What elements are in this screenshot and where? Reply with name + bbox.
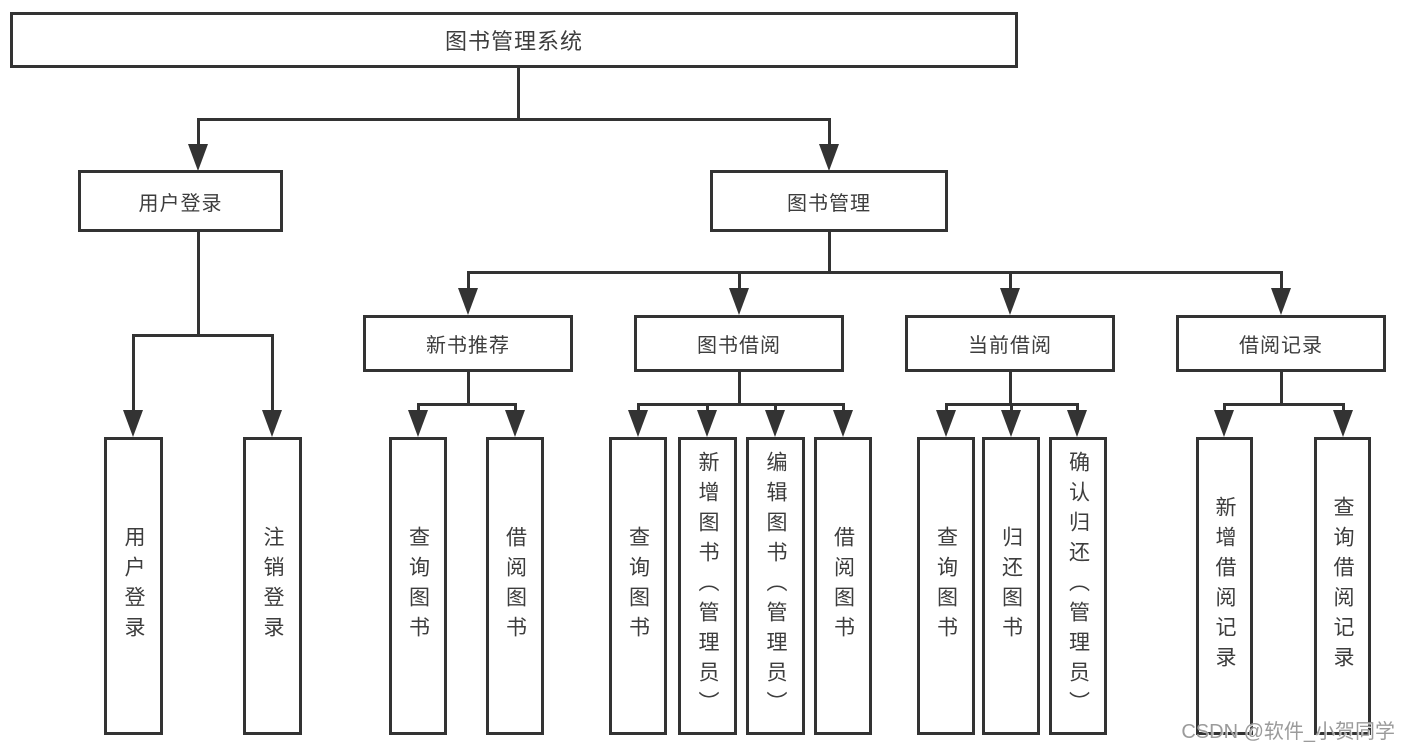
connector-bb-stem — [738, 372, 741, 406]
arrow-down — [1067, 410, 1087, 437]
leaf-label: 注销登录 — [261, 526, 284, 646]
arrow-down — [188, 144, 208, 171]
connector-bookmgmt-drop — [1009, 271, 1012, 292]
connector-nbr-bar — [417, 403, 517, 406]
connector-userlogin-bar — [132, 334, 274, 337]
connector-bb-drop — [842, 403, 845, 415]
connector-cb-stem — [1009, 372, 1012, 406]
leaf-label: 查询图书 — [626, 526, 650, 646]
csdn-watermark: CSDN @软件_小贺同学 — [1181, 721, 1395, 743]
leaf-br-add-borrow-record: 新增借阅记录 — [1196, 437, 1253, 735]
arrow-down — [628, 410, 648, 437]
leaf-label: 新增借阅记录 — [1213, 496, 1236, 676]
node-user-login: 用户登录 — [78, 170, 283, 232]
node-root: 图书管理系统 — [10, 12, 1018, 68]
connector-root-drop-left — [197, 118, 200, 148]
connector-nbr-drop — [417, 403, 420, 415]
arrow-down — [936, 410, 956, 437]
arrow-down — [1000, 288, 1020, 315]
connector-root-bar — [197, 118, 831, 121]
node-borrowing-records: 借阅记录 — [1176, 315, 1386, 372]
arrow-down — [262, 410, 282, 437]
leaf-bb-query-books: 查询图书 — [609, 437, 667, 735]
connector-br-drop — [1223, 403, 1226, 415]
connector-nbr-stem — [467, 372, 470, 406]
arrow-down — [1333, 410, 1353, 437]
node-new-book-recommendation: 新书推荐 — [363, 315, 573, 372]
leaf-label: 新增图书（管理员） — [696, 451, 719, 721]
leaf-label: 编辑图书（管理员） — [764, 451, 787, 721]
connector-br-drop — [1342, 403, 1345, 415]
connector-br-bar — [1223, 403, 1344, 406]
node-book-management: 图书管理 — [710, 170, 948, 232]
connector-bookmgmt-stem — [828, 232, 831, 273]
leaf-label: 查询借阅记录 — [1331, 496, 1354, 676]
connector-cb-drop — [1076, 403, 1079, 415]
arrow-down — [697, 410, 717, 437]
connector-bookmgmt-drop — [1280, 271, 1283, 292]
arrow-down — [458, 288, 478, 315]
leaf-user-login: 用户登录 — [104, 437, 163, 735]
connector-root-stem — [517, 68, 520, 120]
connector-bookmgmt-bar — [467, 271, 1282, 274]
arrow-down — [408, 410, 428, 437]
arrow-down — [833, 410, 853, 437]
leaf-label: 查询图书 — [406, 526, 430, 646]
connector-cb-drop — [945, 403, 948, 415]
connector-br-stem — [1280, 372, 1283, 406]
connector-userlogin-stem — [197, 232, 200, 336]
node-book-borrowing: 图书借阅 — [634, 315, 844, 372]
arrow-down — [1001, 410, 1021, 437]
leaf-cb-confirm-return-admin: 确认归还（管理员） — [1049, 437, 1107, 735]
connector-bookmgmt-drop — [467, 271, 470, 292]
connector-userlogin-drop — [271, 334, 274, 413]
arrow-down — [505, 410, 525, 437]
leaf-label: 借阅图书 — [831, 526, 855, 646]
leaf-bb-borrow-books: 借阅图书 — [814, 437, 872, 735]
arrow-down — [123, 410, 143, 437]
leaf-bb-edit-book-admin: 编辑图书（管理员） — [746, 437, 805, 735]
node-current-borrowing: 当前借阅 — [905, 315, 1115, 372]
connector-bb-drop — [774, 403, 777, 415]
connector-nbr-drop — [514, 403, 517, 415]
connector-bookmgmt-drop — [738, 271, 741, 292]
connector-cb-drop — [1010, 403, 1013, 415]
arrow-down — [765, 410, 785, 437]
connector-bb-drop — [706, 403, 709, 415]
leaf-br-query-borrow-record: 查询借阅记录 — [1314, 437, 1371, 735]
leaf-label: 确认归还（管理员） — [1066, 451, 1090, 721]
connector-root-drop-right — [828, 118, 831, 148]
arrow-down — [1214, 410, 1234, 437]
connector-bb-drop — [637, 403, 640, 415]
arrow-down — [819, 144, 839, 171]
arrow-down — [729, 288, 749, 315]
leaf-logout-login: 注销登录 — [243, 437, 302, 735]
leaf-label: 用户登录 — [122, 526, 145, 646]
leaf-bb-add-book-admin: 新增图书（管理员） — [678, 437, 737, 735]
leaf-label: 归还图书 — [999, 526, 1023, 646]
leaf-nbr-query-books: 查询图书 — [389, 437, 447, 735]
leaf-nbr-borrow-books: 借阅图书 — [486, 437, 544, 735]
leaf-cb-return-books: 归还图书 — [982, 437, 1040, 735]
leaf-label: 借阅图书 — [503, 526, 527, 646]
leaf-label: 查询图书 — [934, 526, 958, 646]
connector-userlogin-drop — [132, 334, 135, 413]
connector-bb-bar — [637, 403, 845, 406]
arrow-down — [1271, 288, 1291, 315]
leaf-cb-query-books: 查询图书 — [917, 437, 975, 735]
